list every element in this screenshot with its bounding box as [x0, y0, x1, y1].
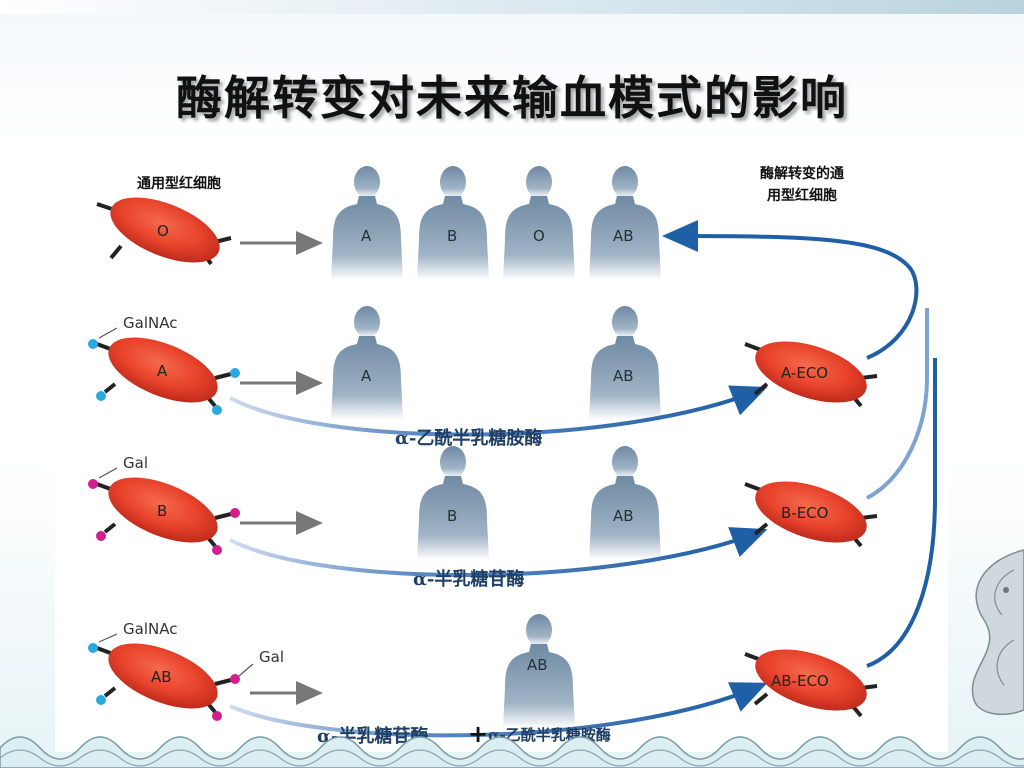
caption-eco-line2: 用型红细胞: [767, 187, 837, 204]
return-arrow-b: [866, 308, 929, 500]
eco-label-ab: AB-ECO: [771, 672, 829, 690]
dragon-decoration: [971, 549, 1024, 716]
recipient-label-o: O: [533, 227, 545, 245]
enzyme-arrow-row3: [229, 527, 768, 577]
recipient-label-a: A: [361, 227, 372, 245]
plus-sign: +: [468, 720, 488, 748]
rbc-cell-o: O: [96, 197, 232, 266]
recipient-label-ab: AB: [527, 656, 548, 674]
recipient-ab-silhouette: [589, 166, 661, 280]
galnac-label-row4: GalNAc: [123, 620, 177, 638]
eco-label-b: B-ECO: [781, 504, 828, 522]
gal-label-row4: Gal: [259, 648, 284, 666]
recipient-ab-silhouette: [589, 446, 661, 560]
recipient-a-silhouette: [331, 166, 403, 280]
recipient-b-silhouette: [417, 446, 489, 560]
recipient-label-ab: AB: [613, 507, 634, 525]
recipient-ab-silhouette: [589, 306, 661, 420]
galnac-label-row2: GalNAc: [123, 314, 177, 332]
return-arrow-to-recipients: [662, 220, 919, 360]
recipient-label-a: A: [361, 367, 372, 385]
enzyme-arrow-row2: [229, 385, 768, 437]
recipient-label-b: B: [447, 507, 457, 525]
rbc-label-b: B: [157, 502, 167, 520]
gal-label-row3: Gal: [123, 454, 148, 472]
rbc-cell-a: A: [88, 337, 240, 415]
eco-cell-a: A-ECO: [744, 341, 878, 408]
rbc-label-ab: AB: [151, 668, 172, 686]
enzyme-label-row2: α-乙酰半乳糖胺酶: [395, 427, 542, 449]
recipient-o-silhouette: [503, 166, 575, 280]
rbc-label-a: A: [157, 362, 168, 380]
enzyme-arrow-row4: [229, 682, 768, 738]
return-arrow-ab: [866, 358, 937, 668]
wave-decoration: [0, 736, 1024, 768]
rbc-cell-b: B: [88, 477, 240, 555]
enzyme-label-row3: α-半乳糖苷酶: [413, 568, 524, 590]
recipient-label-ab: AB: [613, 367, 634, 385]
top-band: [0, 0, 1024, 14]
eco-cell-ab: AB-ECO: [744, 649, 878, 718]
slide-title: 酶解转变对未来输血模式的影响: [176, 71, 848, 125]
rbc-label-o: O: [157, 222, 169, 240]
eco-label-a: A-ECO: [781, 364, 828, 382]
recipient-label-b: B: [447, 227, 457, 245]
diagram-figure: 通用型红细胞 酶解转变的通 用型红细胞 O A B O AB A GalNAc: [55, 158, 948, 752]
eco-cell-b: B-ECO: [744, 481, 878, 548]
recipient-label-ab: AB: [613, 227, 634, 245]
recipient-b-silhouette: [417, 166, 489, 280]
rbc-cell-ab: AB: [88, 643, 240, 721]
caption-universal-rbc: 通用型红细胞: [137, 175, 221, 192]
caption-eco-line1: 酶解转变的通: [760, 165, 844, 182]
recipient-a-silhouette: [331, 306, 403, 420]
